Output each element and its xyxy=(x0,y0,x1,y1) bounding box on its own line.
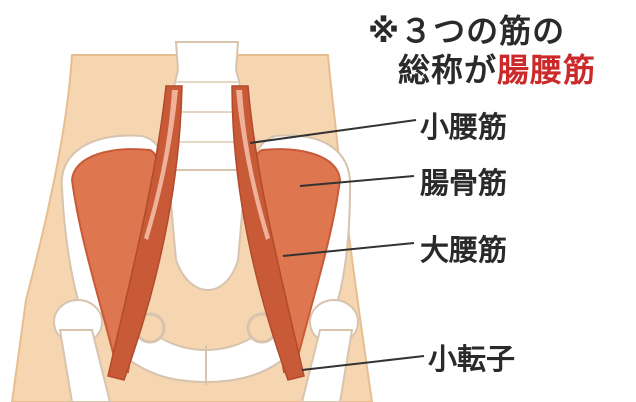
note-prefix: 総称が xyxy=(398,51,497,89)
note-line-2: 総称が腸腰筋 xyxy=(398,45,596,91)
note-highlight: 腸腰筋 xyxy=(497,51,596,89)
label-lesser-trochanter: 小転子 xyxy=(428,336,515,378)
label-iliacus: 腸骨筋 xyxy=(420,160,507,202)
label-psoas-major: 大腰筋 xyxy=(420,227,507,269)
label-psoas-minor: 小腰筋 xyxy=(420,104,507,146)
